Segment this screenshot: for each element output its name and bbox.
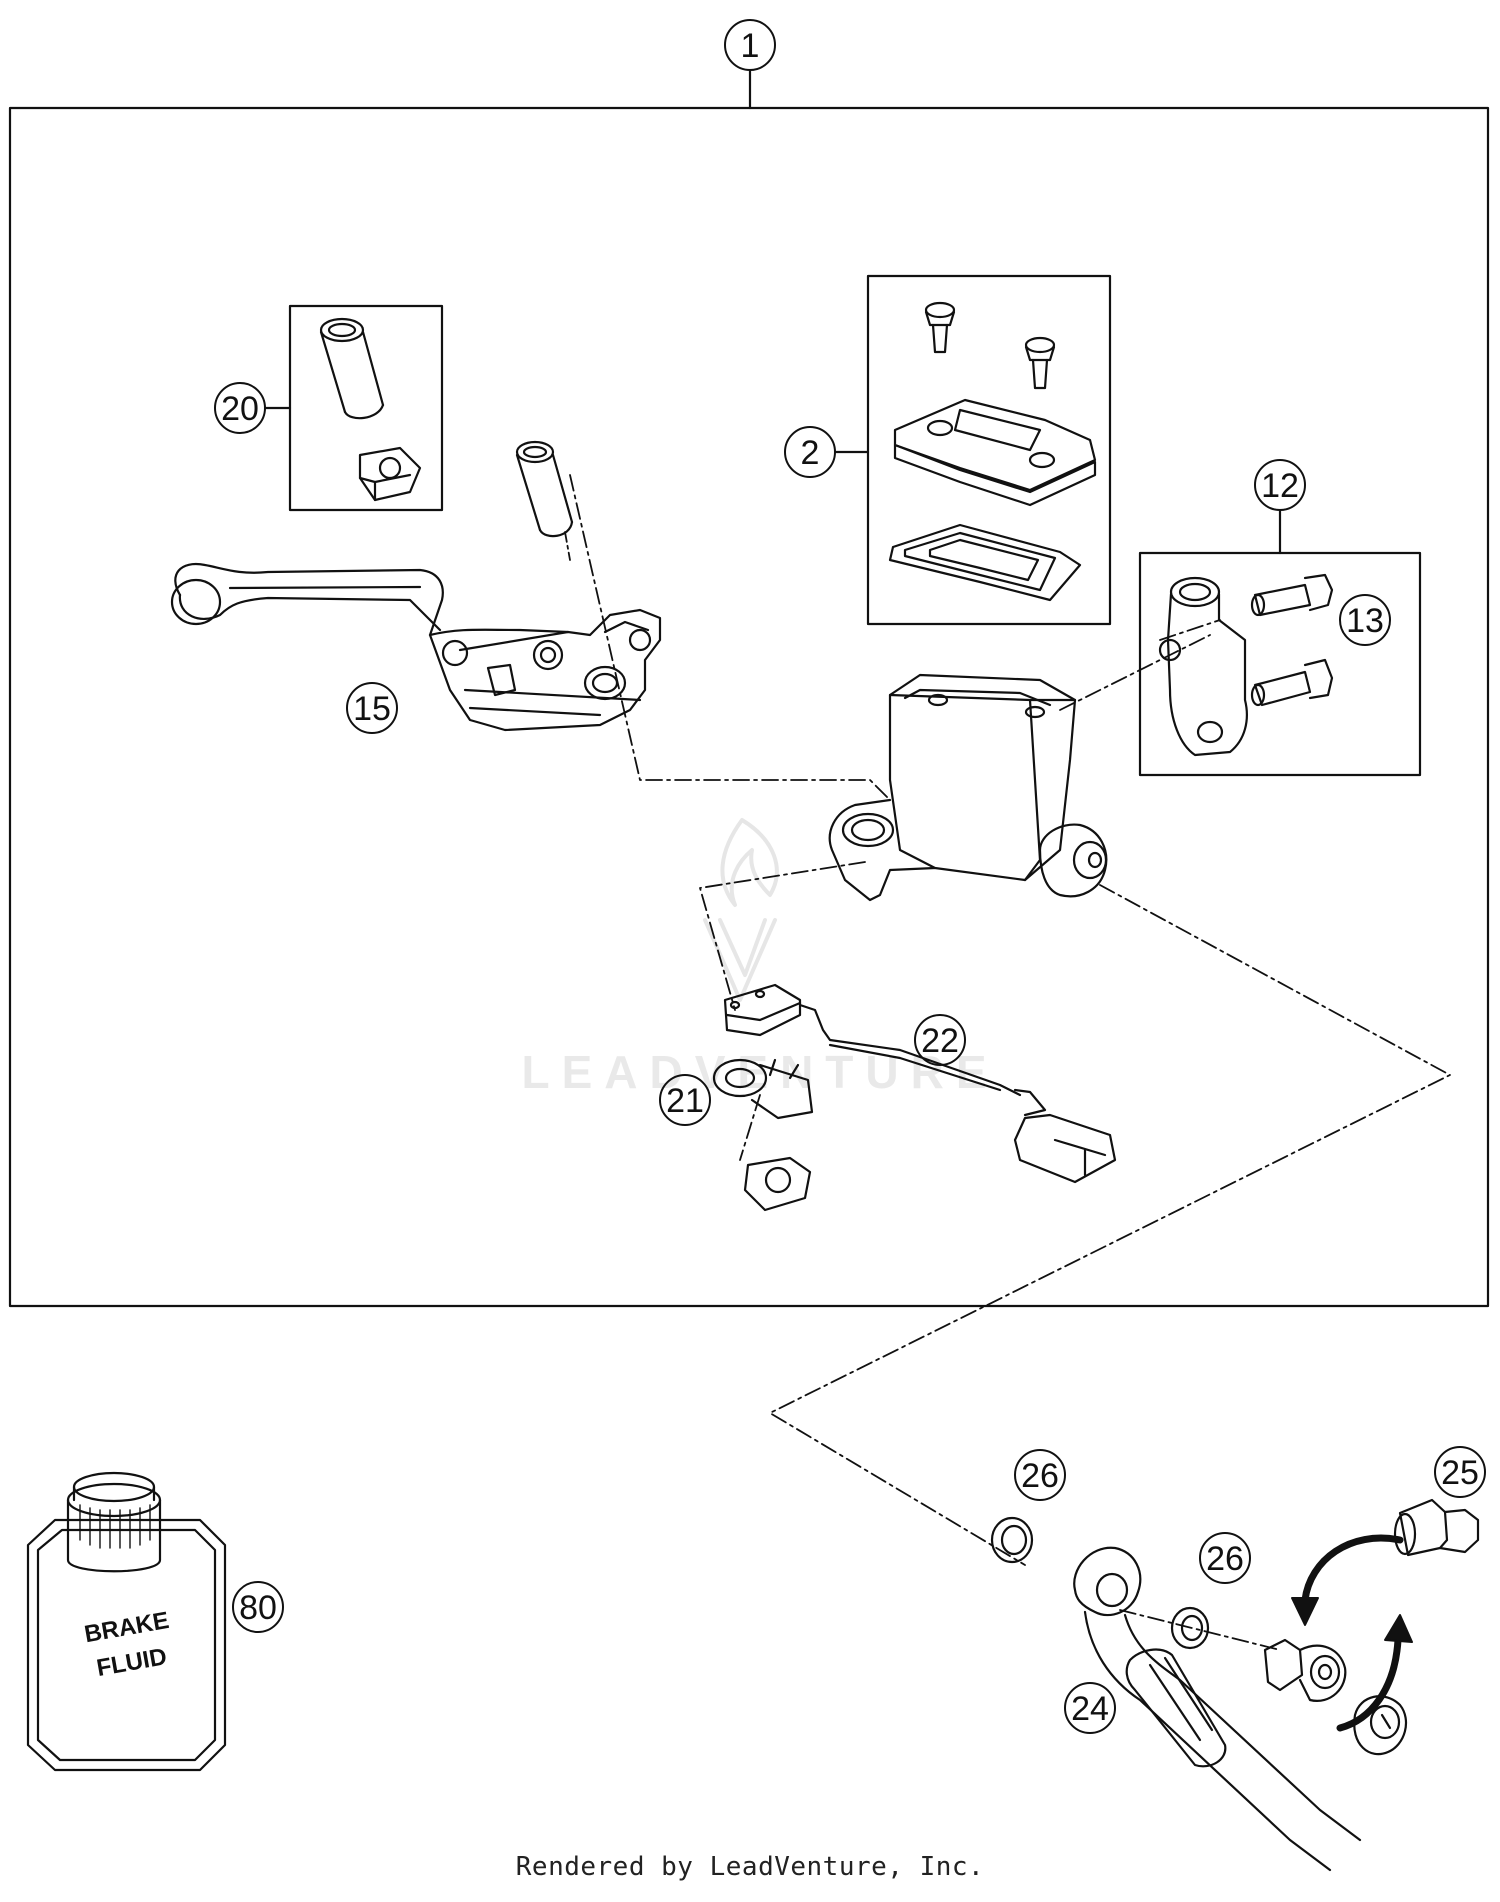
callout-12: 12: [1254, 459, 1306, 511]
svg-text:20: 20: [221, 390, 259, 428]
callout-1: 1: [724, 19, 776, 71]
main-group-frame: [8, 106, 1490, 1308]
part-20-nut: [358, 446, 422, 502]
part-13-bolt-upper: [1250, 573, 1334, 617]
part-13-bolt-lower: [1250, 658, 1334, 707]
footer-credit: Rendered by LeadVenture, Inc.: [515, 1852, 985, 1882]
svg-text:26: 26: [1206, 1540, 1244, 1578]
callout-24: 24: [1064, 1682, 1116, 1734]
callout-21: 21: [659, 1074, 711, 1126]
part-25-bleed-screw: [1393, 1498, 1480, 1557]
part-12-clamp: [1158, 576, 1248, 757]
bottle-label: BRAKE FLUID: [82, 1607, 171, 1682]
callout-26-upper: 26: [1014, 1449, 1066, 1501]
callout-26-lower: 26: [1199, 1532, 1251, 1584]
callout-80: 80: [232, 1581, 284, 1633]
callout-2: 2: [784, 426, 836, 478]
svg-text:2: 2: [801, 434, 820, 472]
svg-text:80: 80: [239, 1589, 277, 1627]
part-2-screw-right: [1024, 336, 1056, 390]
part-15-sleeve: [515, 440, 574, 561]
svg-text:12: 12: [1261, 467, 1299, 505]
svg-text:25: 25: [1441, 1454, 1479, 1492]
callout-13: 13: [1339, 594, 1391, 646]
svg-text:21: 21: [666, 1082, 704, 1120]
part-21-nut: [743, 1156, 812, 1212]
part-21-bracket: [712, 1058, 814, 1120]
part-15-lever: [170, 562, 662, 732]
part-26-washer-upper: [990, 1516, 1034, 1564]
part-26-washer-lower: [1170, 1606, 1210, 1650]
rotation-arrows: [1291, 1534, 1413, 1732]
part-2-cover: [893, 398, 1097, 507]
watermark-logo: [703, 818, 779, 1002]
svg-text:1: 1: [741, 27, 760, 65]
svg-text:15: 15: [353, 690, 391, 728]
svg-text:26: 26: [1021, 1457, 1059, 1495]
svg-text:22: 22: [921, 1022, 959, 1060]
part-2-screw-left: [924, 301, 956, 354]
svg-text:FLUID: FLUID: [95, 1643, 169, 1682]
part-24-hose: [1073, 1546, 1362, 1872]
part-2-gasket: [888, 523, 1082, 602]
svg-text:13: 13: [1346, 602, 1384, 640]
guide-lines: [569, 474, 1451, 1651]
callout-15: 15: [346, 682, 398, 734]
callouts: 1 2 12 13 15 20 21 22 24 25 26 26 80: [214, 19, 1486, 1734]
frame-2: [866, 274, 1112, 626]
watermark: LEADVENTURE: [521, 1046, 999, 1098]
part-24-cap: [1353, 1695, 1408, 1756]
part-20-sleeve: [319, 317, 385, 420]
callout-20: 20: [214, 382, 266, 434]
part-22-switch: [723, 983, 1117, 1184]
callout-22: 22: [914, 1014, 966, 1066]
svg-text:24: 24: [1071, 1690, 1109, 1728]
svg-text:BRAKE: BRAKE: [82, 1607, 171, 1648]
master-cylinder: [828, 673, 1108, 902]
part-80-bottle: [26, 1471, 227, 1772]
part-24-banjo-bolt: [1263, 1638, 1347, 1702]
callout-25: 25: [1434, 1446, 1486, 1498]
